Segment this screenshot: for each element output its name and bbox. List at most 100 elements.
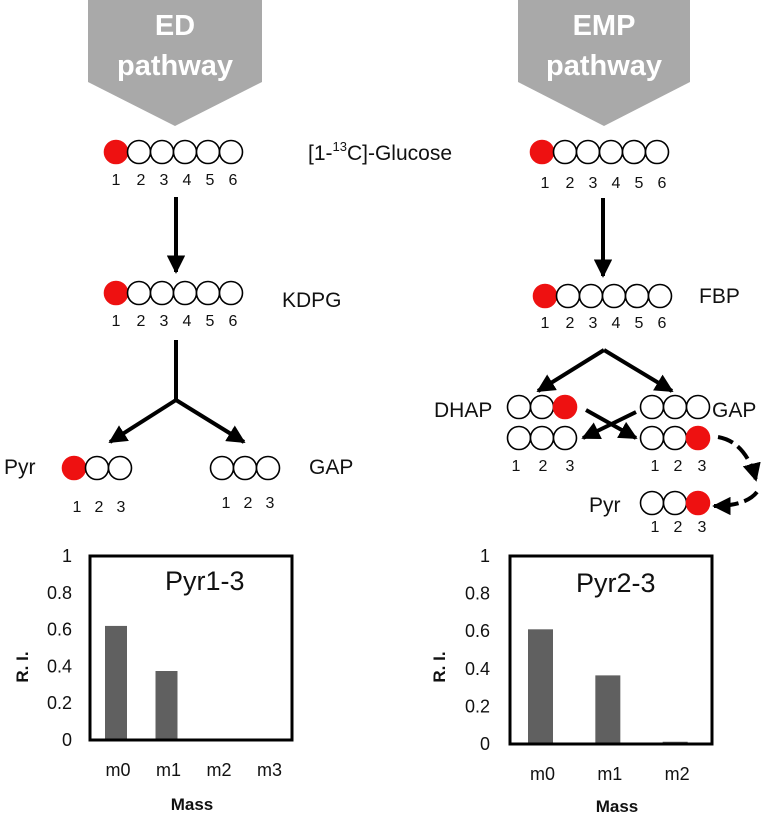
svg-text:6: 6 [658,315,667,332]
svg-text:6: 6 [229,313,238,330]
svg-text:4: 4 [183,313,192,330]
svg-text:3: 3 [266,495,275,512]
arrow-isomerase-gap-to-dhap [581,410,637,440]
glucose-emp-carbon-numbers: 1 2 3 4 5 6 [541,175,667,192]
svg-text:3: 3 [698,458,707,475]
carbon-atom [621,139,647,165]
ed-banner-line1: ED [155,10,195,42]
svg-text:2: 2 [137,313,146,330]
y-tick-label: 0.4 [47,656,72,676]
y-tick-label: 0.8 [47,583,72,603]
carbon-atom [647,283,673,309]
fbp-label: FBP [699,285,740,308]
kdpg-chain [103,280,244,306]
svg-text:2: 2 [674,519,683,536]
carbon-atom [172,280,198,306]
labeled-carbon-atom [685,425,711,451]
y-tick-label: 1 [62,546,72,566]
y-axis-label: R. I. [430,651,449,682]
gap-emp-carbon-numbers: 1 2 3 [651,458,707,475]
svg-text:3: 3 [117,499,126,516]
svg-text:5: 5 [635,315,644,332]
labeled-carbon-atom [103,280,129,306]
kdpg-label: KDPG [282,289,342,312]
glucose-emp-chain [529,139,670,165]
svg-text:2: 2 [95,499,104,516]
carbon-atom [126,280,152,306]
y-tick-label: 0 [62,730,72,750]
x-tick-label: m2 [206,760,231,780]
x-tick-label: m2 [665,764,690,784]
svg-text:2: 2 [566,175,575,192]
x-axis-label: Mass [171,795,214,814]
svg-text:4: 4 [183,172,192,189]
carbon-atom [506,425,532,451]
x-axis-label: Mass [596,797,639,816]
svg-text:3: 3 [160,172,169,189]
arrow-fbp-to-gap [602,348,674,393]
bar-m0 [105,625,127,740]
carbon-atom [126,139,152,165]
fbp-chain [532,283,673,309]
x-tick-label: m1 [597,764,622,784]
carbon-atom [172,139,198,165]
arrow-fbp-to-dhap [536,348,606,393]
gap-label-ed: GAP [309,456,353,479]
carbon-atom [529,425,555,451]
labeled-carbon-atom [685,490,711,516]
carbon-atom [644,139,670,165]
ed-pathway-banner [88,0,262,126]
carbon-atom [662,394,688,420]
svg-text:3: 3 [160,313,169,330]
svg-text:6: 6 [229,172,238,189]
svg-text:5: 5 [206,313,215,330]
carbon-atom [639,490,665,516]
kdpg-carbon-numbers: 1 2 3 4 5 6 [112,313,238,330]
carbon-atom [555,283,581,309]
y-tick-label: 0.8 [465,584,490,604]
labeled-carbon-atom [61,455,87,481]
carbon-atom [218,139,244,165]
y-tick-label: 0.4 [465,659,490,679]
svg-text:5: 5 [206,172,215,189]
pyr-label-ed: Pyr [4,456,36,479]
svg-text:3: 3 [566,458,575,475]
svg-text:1: 1 [512,458,521,475]
gap-ed-carbon-numbers: 1 2 3 [222,495,275,512]
carbon-atom [662,490,688,516]
carbon-atom [639,425,665,451]
chart-title: Pyr2-3 [576,568,656,598]
glucose-label: [1-13C]-Glucose [308,139,452,165]
y-tick-label: 0.2 [47,693,72,713]
carbon-atom [506,394,532,420]
plot-frame [88,554,294,742]
x-tick-label: m1 [156,760,181,780]
svg-text:3: 3 [589,315,598,332]
pyr-label-emp: Pyr [589,494,621,517]
carbon-atom [149,139,175,165]
carbon-atom [598,139,624,165]
x-tick-label: m0 [105,760,130,780]
y-axis-label: R. I. [13,651,32,682]
glucose-ed-chain [103,139,244,165]
carbon-atom [107,455,133,481]
svg-text:1: 1 [112,172,121,189]
svg-text:1: 1 [651,458,660,475]
emp-pathway-banner [518,0,690,126]
svg-text:4: 4 [612,315,621,332]
y-tick-label: 1 [480,546,490,566]
carbon-atom [639,394,665,420]
y-tick-label: 0 [480,734,490,754]
carbon-atom-chains [61,139,711,516]
svg-text:4: 4 [612,175,621,192]
arrow-gap-to-pyr-upper [717,435,761,482]
carbon-atom [149,280,175,306]
carbon-atom [195,280,221,306]
carbon-atom [624,283,650,309]
gap-top-chain [639,394,711,420]
svg-text:3: 3 [698,519,707,536]
bar-m1 [595,675,621,744]
